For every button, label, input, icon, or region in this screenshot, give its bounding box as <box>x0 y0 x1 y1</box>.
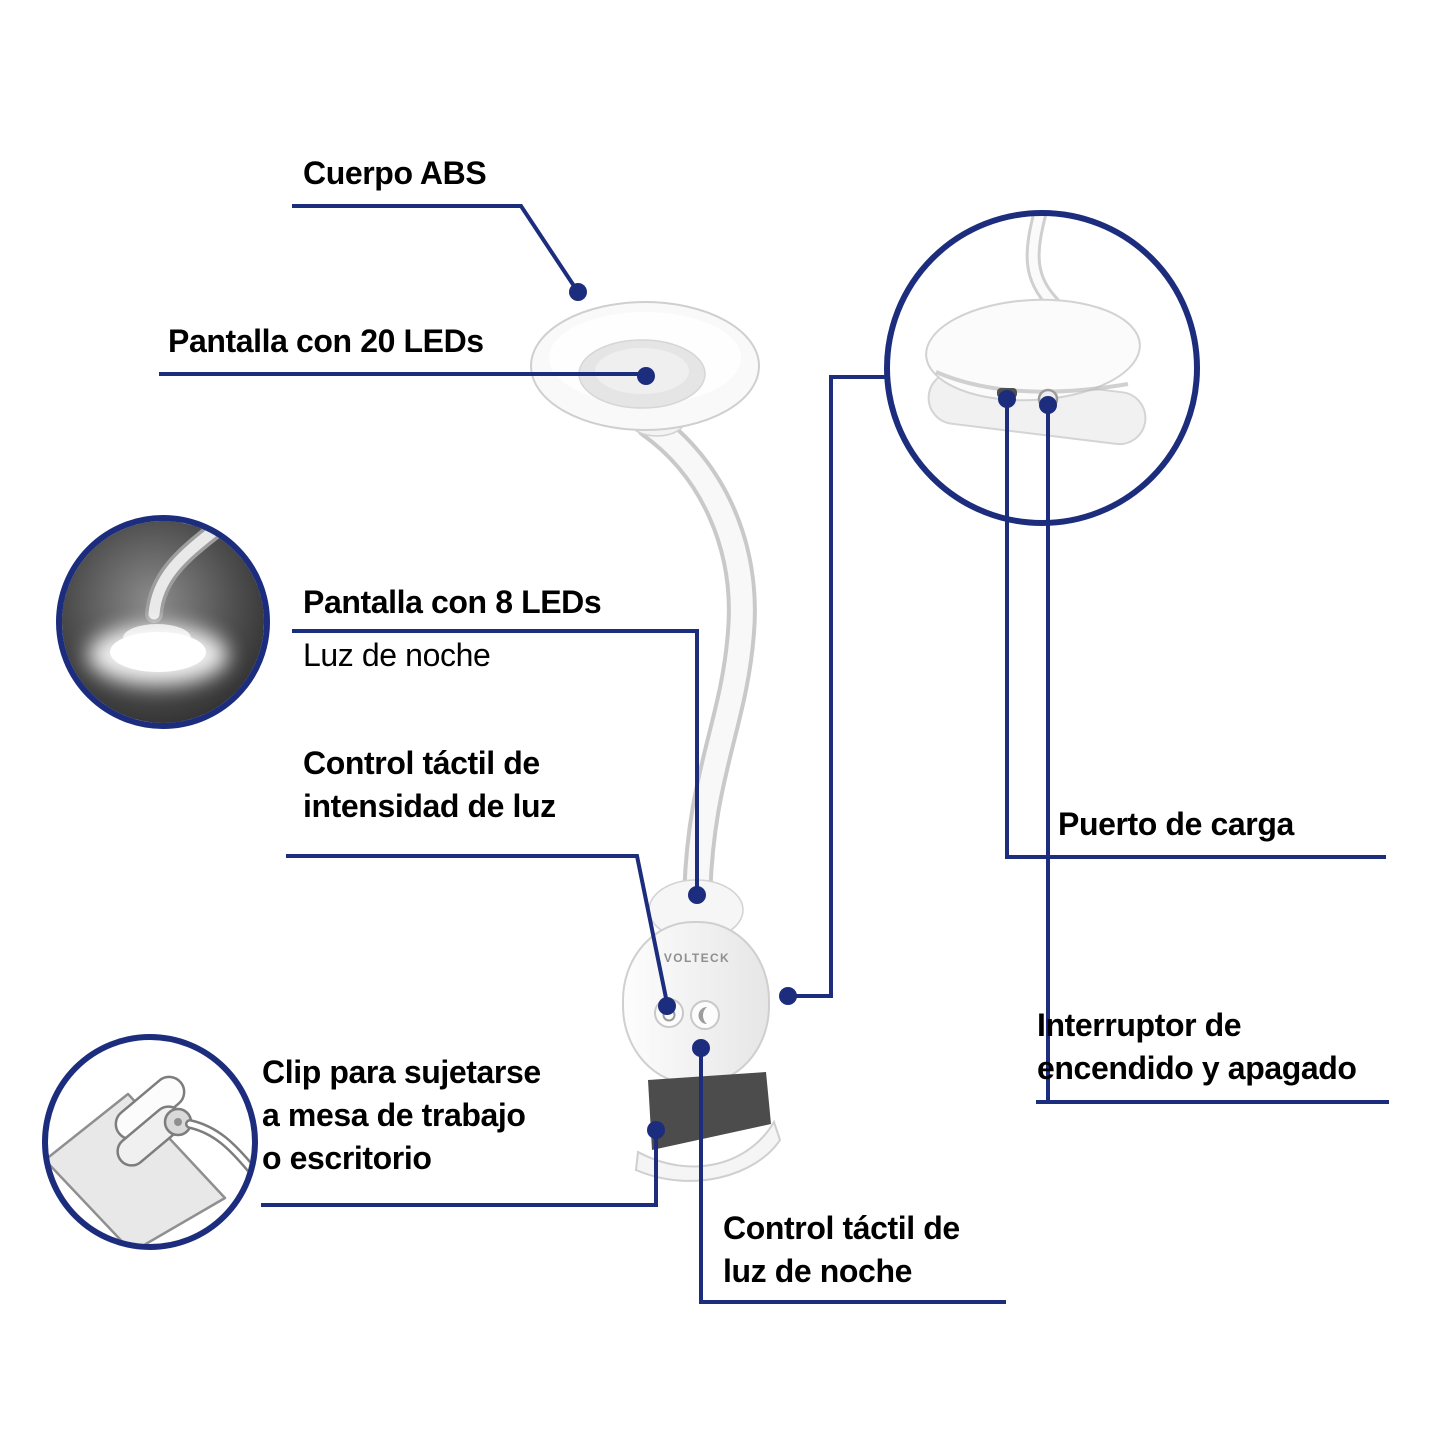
inset-rear-border <box>884 210 1200 526</box>
label-clip-line3: o escritorio <box>262 1140 432 1176</box>
inset-rear-view <box>884 210 1200 526</box>
night-light-touch-button <box>690 1000 720 1030</box>
clip-pad <box>648 1072 771 1150</box>
label-control-noche-line1: Control táctil de <box>723 1210 960 1246</box>
lamp-head <box>530 301 760 431</box>
dot-cuerpo-abs <box>569 283 587 301</box>
label-control-intensidad-line2: intensidad de luz <box>303 788 556 824</box>
dot-intensidad <box>658 997 676 1015</box>
moon-icon <box>698 1007 707 1024</box>
dot-pantalla-8 <box>688 886 706 904</box>
label-pantalla-8: Pantalla con 8 LEDs <box>303 581 602 624</box>
inset-desk-border <box>42 1034 258 1250</box>
callout-line-luz-noche <box>699 1048 1006 1304</box>
callout-line-interruptor <box>1036 406 1389 1104</box>
label-interruptor: Interruptor de encendido y apagado <box>1037 1004 1357 1090</box>
dot-pantalla-20 <box>637 367 655 385</box>
callout-line-pantalla-8 <box>292 629 699 895</box>
callout-line-puerto <box>1005 400 1386 859</box>
label-interruptor-line1: Interruptor de <box>1037 1007 1242 1043</box>
label-puerto: Puerto de carga <box>1058 803 1294 846</box>
label-luz-noche: Luz de noche <box>303 634 491 677</box>
label-pantalla-20-text: Pantalla con 20 LEDs <box>168 323 484 359</box>
label-cuerpo-abs: Cuerpo ABS <box>303 152 487 195</box>
label-control-noche: Control táctil de luz de noche <box>723 1207 960 1293</box>
callout-dots <box>569 283 1057 1139</box>
dot-inset-link <box>779 987 797 1005</box>
callout-line-clip <box>261 1130 658 1207</box>
dot-clip <box>647 1121 665 1139</box>
lamp-gooseneck <box>635 409 757 919</box>
desk-surface <box>48 1092 227 1244</box>
callout-line-inset-link <box>788 375 886 998</box>
label-luz-noche-text: Luz de noche <box>303 637 491 673</box>
lamp-clip <box>634 1072 782 1182</box>
label-control-noche-line2: luz de noche <box>723 1253 912 1289</box>
inset-night-light <box>56 515 270 729</box>
inset-clip-desk <box>42 1034 258 1250</box>
callout-lines <box>159 204 1389 1304</box>
dot-interruptor <box>1039 396 1057 414</box>
brand-logo: VOLTECK <box>663 951 731 965</box>
label-puerto-text: Puerto de carga <box>1058 806 1294 842</box>
clip-lower-arm <box>634 1119 782 1182</box>
callout-line-intensidad <box>286 854 669 1004</box>
label-pantalla-8-text: Pantalla con 8 LEDs <box>303 584 602 620</box>
label-clip-line2: a mesa de trabajo <box>262 1097 526 1133</box>
label-pantalla-20: Pantalla con 20 LEDs <box>168 320 484 363</box>
dot-puerto <box>998 390 1016 408</box>
callout-line-cuerpo-abs <box>292 204 580 294</box>
label-clip-line1: Clip para sujetarse <box>262 1054 541 1090</box>
base-rear <box>925 298 1141 402</box>
label-control-intensidad-line1: Control táctil de <box>303 745 540 781</box>
label-clip: Clip para sujetarse a mesa de trabajo o … <box>262 1051 541 1180</box>
label-control-intensidad: Control táctil de intensidad de luz <box>303 742 556 828</box>
label-cuerpo-abs-text: Cuerpo ABS <box>303 155 487 191</box>
inset-night-border <box>56 515 270 729</box>
label-interruptor-line2: encendido y apagado <box>1037 1050 1357 1086</box>
dot-luz-noche <box>692 1039 710 1057</box>
